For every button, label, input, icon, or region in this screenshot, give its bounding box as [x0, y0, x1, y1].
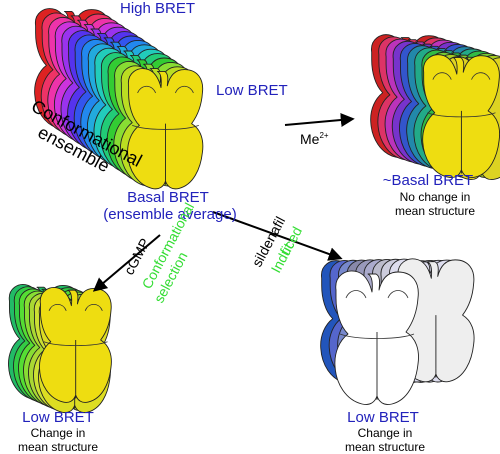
no-change-line1: No change in	[400, 190, 471, 204]
change-right-line2: mean structure	[345, 440, 425, 454]
low-bret-right-label: Low BRET	[347, 409, 419, 426]
stack-cgmp-front-detail	[43, 303, 108, 346]
change-right-line1: Change in	[358, 426, 413, 440]
change-left-line2: mean structure	[18, 440, 98, 454]
me2-stack	[370, 34, 500, 181]
me2-arrow	[284, 113, 355, 127]
sildenafil-arrow	[212, 211, 343, 261]
stack-sil-front-detail	[339, 290, 415, 339]
approx-basal-bret-label: ~Basal BRET	[383, 172, 473, 189]
sildenafil-stack	[320, 258, 475, 405]
stack-main-front	[127, 68, 204, 190]
high-bret-label: High BRET	[120, 0, 195, 17]
stack-cgmp-front	[39, 287, 112, 403]
me2-superscript: 2+	[319, 131, 328, 140]
cgmp-arrow	[92, 234, 161, 292]
change-left-line1: Change in	[31, 426, 86, 440]
low-bret-top-label: Low BRET	[216, 82, 288, 99]
ensemble-average-label: (ensemble average)	[103, 206, 236, 223]
conformational-ensemble-stack	[34, 8, 204, 190]
stack-sil-front	[334, 270, 419, 405]
low-bret-left-label: Low BRET	[22, 409, 94, 426]
basal-bret-label: Basal BRET	[127, 189, 209, 206]
no-change-line2: mean structure	[395, 204, 475, 218]
me2-base: Me	[300, 131, 320, 147]
stack-me-front	[422, 54, 500, 179]
stack-me-front-detail	[427, 72, 496, 118]
me2-label: Me2+	[300, 131, 329, 147]
stack-main-front-detail	[132, 85, 199, 130]
cgmp-stack	[8, 284, 112, 414]
